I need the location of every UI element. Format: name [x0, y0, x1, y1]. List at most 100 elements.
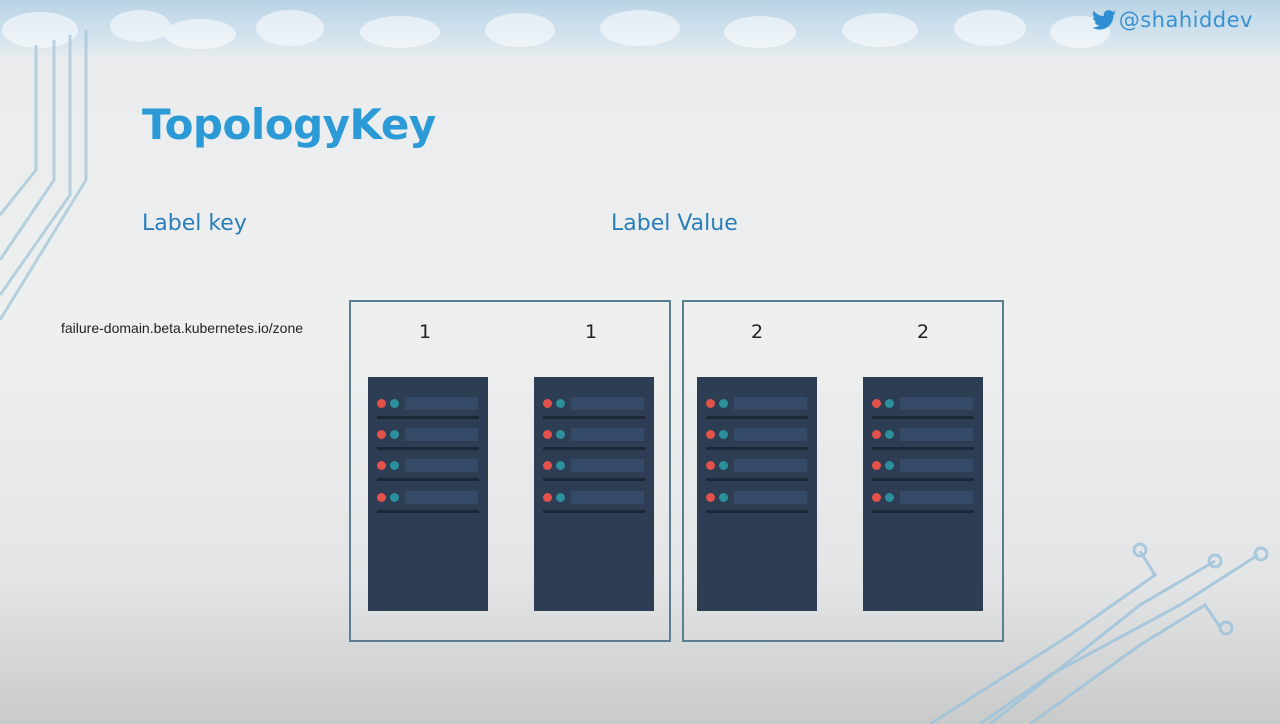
- status-led-red: [872, 399, 881, 408]
- clouds-decoration: [2, 10, 1110, 49]
- status-led-red: [377, 399, 386, 408]
- server-slot: [368, 446, 488, 481]
- status-led-teal: [885, 399, 894, 408]
- server-slot-divider: [706, 478, 808, 481]
- circuit-lines-left-decoration: [0, 30, 88, 321]
- status-led-teal: [556, 430, 565, 439]
- status-led-red: [706, 399, 715, 408]
- server-slot-panel: [405, 491, 478, 504]
- status-led-teal: [390, 493, 399, 502]
- circuit-lines-right-decoration: [929, 542, 1269, 724]
- zone-box-2: [682, 300, 1004, 642]
- status-led-red: [872, 461, 881, 470]
- server-slot-divider: [543, 478, 645, 481]
- status-led-red: [377, 430, 386, 439]
- server-slot-panel: [900, 397, 973, 410]
- server-slot-panel: [734, 491, 807, 504]
- server-slot-divider: [543, 416, 645, 419]
- server-slot-divider: [872, 478, 974, 481]
- server-rack: [368, 377, 488, 611]
- server-rack: [863, 377, 983, 611]
- server-slot-divider: [872, 447, 974, 450]
- server-slot-divider: [872, 416, 974, 419]
- status-led-teal: [390, 399, 399, 408]
- label-value-heading: Label Value: [611, 211, 738, 236]
- rack-label: 2: [916, 321, 930, 343]
- server-slot-panel: [734, 397, 807, 410]
- server-slot: [697, 415, 817, 450]
- status-led-teal: [719, 399, 728, 408]
- server-slot-panel: [571, 491, 644, 504]
- status-led-teal: [719, 461, 728, 470]
- server-slot-panel: [900, 428, 973, 441]
- zone-box-1: [349, 300, 671, 642]
- server-slot: [863, 384, 983, 419]
- status-led-teal: [390, 461, 399, 470]
- server-slot-divider: [377, 416, 479, 419]
- rack-label: 1: [584, 321, 598, 343]
- status-led-teal: [885, 430, 894, 439]
- status-led-teal: [556, 493, 565, 502]
- status-led-teal: [719, 493, 728, 502]
- server-slot-divider: [377, 447, 479, 450]
- status-led-red: [706, 461, 715, 470]
- slide-title: TopologyKey: [142, 100, 436, 149]
- server-slot-divider: [706, 510, 808, 513]
- status-led-teal: [390, 430, 399, 439]
- server-slot: [863, 446, 983, 481]
- status-led-teal: [885, 461, 894, 470]
- server-slot: [368, 415, 488, 450]
- server-rack: [534, 377, 654, 611]
- twitter-handle-text: @shahiddev: [1118, 8, 1253, 32]
- server-slot-panel: [405, 459, 478, 472]
- twitter-handle: @shahiddev: [1091, 8, 1253, 32]
- server-slot-divider: [543, 447, 645, 450]
- server-slot-panel: [734, 428, 807, 441]
- server-slot: [863, 478, 983, 513]
- server-slot-divider: [706, 416, 808, 419]
- status-led-red: [377, 461, 386, 470]
- server-slot: [534, 415, 654, 450]
- status-led-teal: [556, 399, 565, 408]
- server-slot: [368, 478, 488, 513]
- rack-label: 2: [750, 321, 764, 343]
- status-led-red: [377, 493, 386, 502]
- server-slot-divider: [872, 510, 974, 513]
- status-led-teal: [885, 493, 894, 502]
- server-slot: [697, 478, 817, 513]
- server-rack: [697, 377, 817, 611]
- server-slot: [534, 446, 654, 481]
- server-slot-panel: [405, 428, 478, 441]
- status-led-red: [706, 430, 715, 439]
- status-led-red: [543, 493, 552, 502]
- server-slot-panel: [900, 491, 973, 504]
- zone-label-key: failure-domain.beta.kubernetes.io/zone: [61, 320, 304, 336]
- server-slot-panel: [734, 459, 807, 472]
- server-slot-divider: [706, 447, 808, 450]
- server-slot: [697, 446, 817, 481]
- server-slot: [368, 384, 488, 419]
- server-slot-panel: [571, 459, 644, 472]
- status-led-red: [543, 399, 552, 408]
- server-slot-divider: [543, 510, 645, 513]
- status-led-red: [872, 493, 881, 502]
- twitter-bird-icon: [1091, 10, 1116, 30]
- server-slot-panel: [900, 459, 973, 472]
- server-slot: [534, 478, 654, 513]
- server-slot-panel: [571, 428, 644, 441]
- rack-label: 1: [418, 321, 432, 343]
- server-slot-panel: [571, 397, 644, 410]
- server-slot-divider: [377, 478, 479, 481]
- server-slot: [534, 384, 654, 419]
- status-led-red: [706, 493, 715, 502]
- label-key-heading: Label key: [142, 211, 247, 236]
- status-led-teal: [556, 461, 565, 470]
- server-slot-divider: [377, 510, 479, 513]
- server-slot: [863, 415, 983, 450]
- status-led-red: [543, 461, 552, 470]
- status-led-red: [543, 430, 552, 439]
- status-led-red: [872, 430, 881, 439]
- server-slot-panel: [405, 397, 478, 410]
- status-led-teal: [719, 430, 728, 439]
